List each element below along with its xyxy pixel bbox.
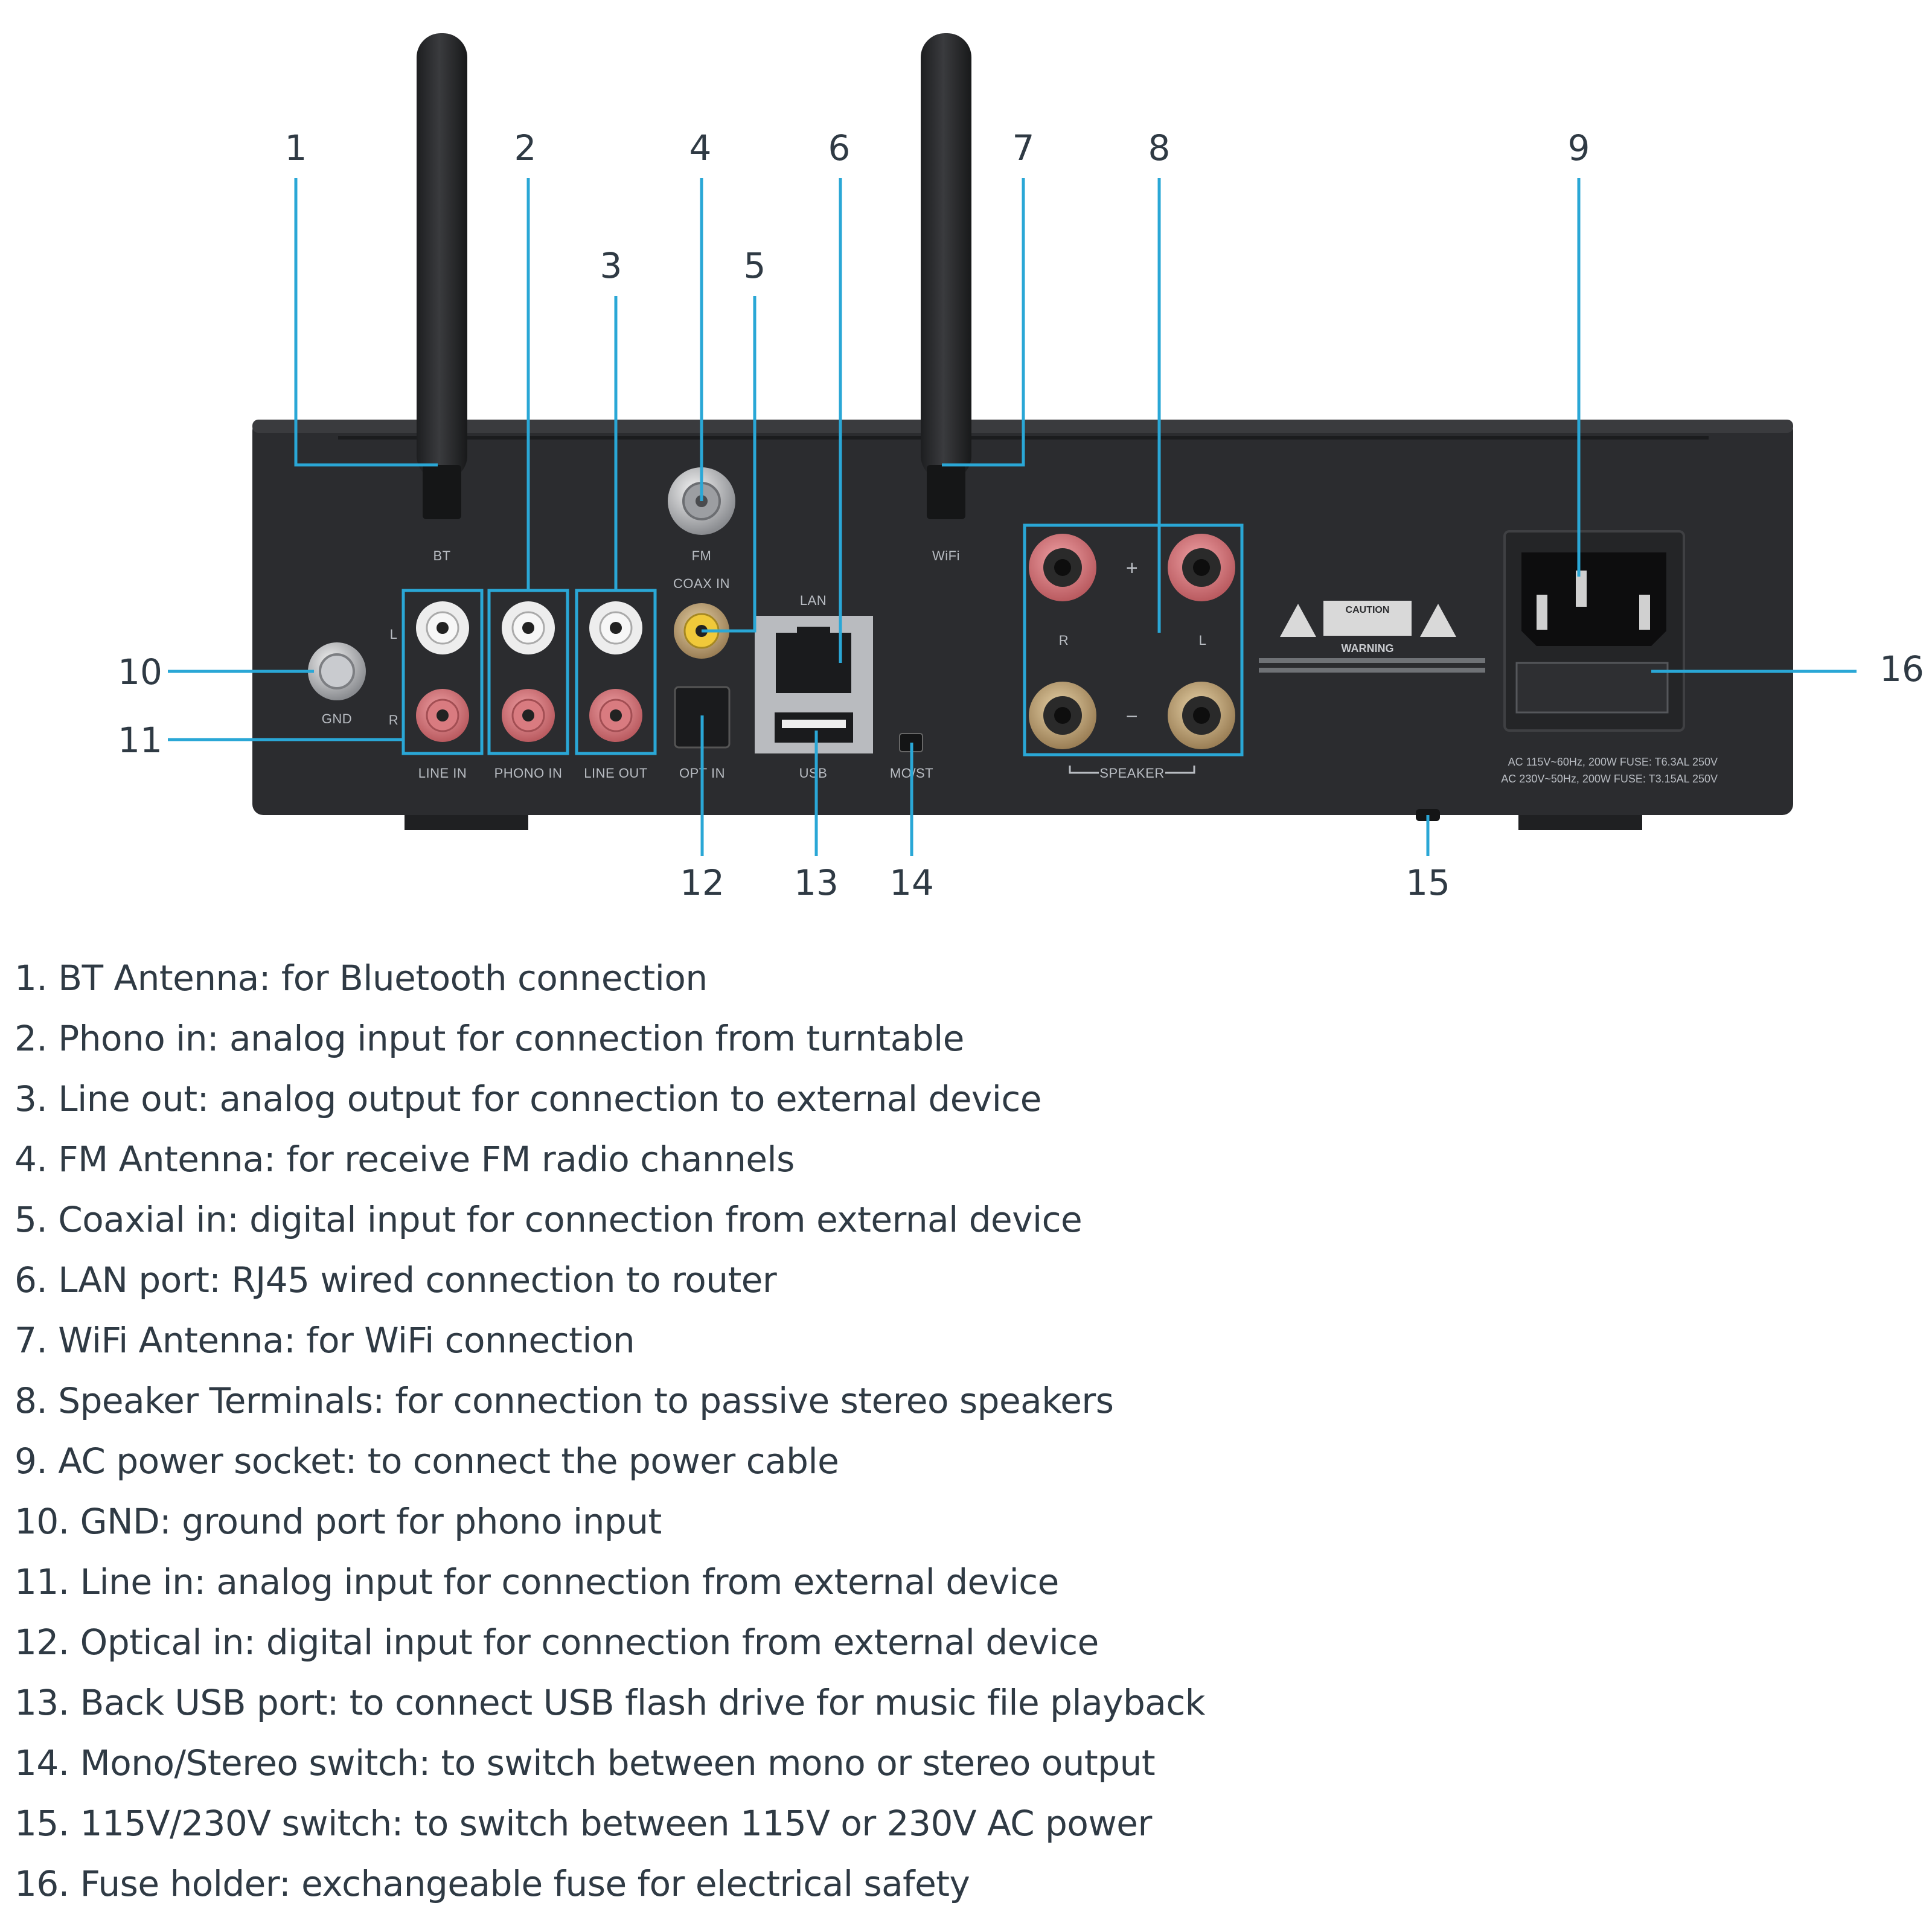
warning-label: WARNING <box>1342 642 1394 654</box>
legend-item: 8. Speaker Terminals: for connection to … <box>14 1380 1114 1421</box>
callout-box-speaker <box>1023 523 1244 756</box>
caution-box <box>1323 601 1412 636</box>
usb-port-icon <box>775 712 853 743</box>
ac-power-socket-icon <box>1521 552 1666 646</box>
legend-item: 9. AC power socket: to connect the power… <box>14 1441 839 1482</box>
legend-item: 5. Coaxial in: digital input for connect… <box>14 1199 1083 1240</box>
speaker-terminal-l-minus-icon <box>1168 682 1235 749</box>
callout-number-12: 12 <box>680 862 724 903</box>
callout-number-10: 10 <box>118 651 162 693</box>
speaker-terminal-r-plus-icon <box>1029 534 1096 601</box>
warning-fine-print-2 <box>1259 668 1485 673</box>
callout-number-7: 7 <box>1012 127 1035 168</box>
legend-item: 10. GND: ground port for phono input <box>14 1501 662 1542</box>
callout-box-line-in <box>401 589 484 755</box>
gnd-post-icon <box>308 642 366 700</box>
usb-label: USB <box>799 766 828 781</box>
phono-in-r-jack-icon <box>502 689 555 742</box>
gnd-label: GND <box>322 711 352 726</box>
callout-number-9: 9 <box>1568 127 1590 168</box>
legend-item: 4. FM Antenna: for receive FM radio chan… <box>14 1139 795 1180</box>
speaker-label: SPEAKER <box>1099 766 1164 781</box>
legend-item: 11. Line in: analog input for connection… <box>14 1561 1059 1602</box>
speaker-minus-label: − <box>1126 705 1138 728</box>
bt-label: BT <box>433 548 450 563</box>
line-in-r-jack-icon <box>416 689 469 742</box>
legend-item: 3. Line out: analog output for connectio… <box>14 1078 1041 1119</box>
lan-label: LAN <box>800 593 827 608</box>
l-channel-label: L <box>390 627 398 642</box>
legend-item: 13. Back USB port: to connect USB flash … <box>14 1682 1205 1723</box>
wifi-label: WiFi <box>932 548 960 563</box>
speaker-l-label: L <box>1199 633 1207 648</box>
callout-line-1 <box>294 178 438 467</box>
rear-panel-diagram: BT WiFi FM COAX IN GND L R <box>118 33 1924 903</box>
line-in-l-jack-icon <box>416 601 469 654</box>
line-in-label: LINE IN <box>418 766 467 781</box>
callout-number-2: 2 <box>514 127 537 168</box>
callout-number-5: 5 <box>744 245 766 286</box>
legend-item: 7. WiFi Antenna: for WiFi connection <box>14 1320 635 1361</box>
line-out-label: LINE OUT <box>584 766 647 781</box>
rating-line-2: AC 230V~50Hz, 200W FUSE: T3.15AL 250V <box>1501 773 1718 785</box>
r-channel-label: R <box>389 712 398 728</box>
callout-number-8: 8 <box>1148 127 1171 168</box>
phono-in-l-jack-icon <box>502 601 555 654</box>
legend-item: 16. Fuse holder: exchangeable fuse for e… <box>14 1863 970 1904</box>
callout-number-14: 14 <box>889 862 934 903</box>
warning-triangle-right-icon <box>1420 604 1456 637</box>
callout-number-16: 16 <box>1879 648 1924 689</box>
legend-item: 1. BT Antenna: for Bluetooth connection <box>14 958 708 999</box>
legend-item: 6. LAN port: RJ45 wired connection to ro… <box>14 1259 777 1300</box>
callout-number-4: 4 <box>689 127 712 168</box>
warning-triangle-left-icon <box>1280 604 1316 637</box>
legend-item: 15. 115V/230V switch: to switch between … <box>14 1803 1152 1844</box>
line-out-l-jack-icon <box>589 601 642 654</box>
speaker-r-label: R <box>1059 633 1069 648</box>
callout-number-15: 15 <box>1406 862 1450 903</box>
speaker-plus-label: + <box>1126 557 1138 580</box>
rating-line-1: AC 115V~60Hz, 200W FUSE: T6.3AL 250V <box>1508 756 1718 768</box>
callout-number-11: 11 <box>118 720 162 761</box>
component-legend: 1. BT Antenna: for Bluetooth connection … <box>14 948 1205 1914</box>
fuse-holder-icon <box>1515 662 1669 714</box>
fm-label: FM <box>692 548 712 563</box>
warning-fine-print <box>1259 658 1485 663</box>
callout-number-6: 6 <box>828 127 851 168</box>
line-out-r-jack-icon <box>589 689 642 742</box>
speaker-terminal-r-minus-icon <box>1029 682 1096 749</box>
caution-label: CAUTION <box>1346 605 1390 615</box>
legend-item: 12. Optical in: digital input for connec… <box>14 1622 1099 1663</box>
phono-in-label: PHONO IN <box>494 766 563 781</box>
callout-number-3: 3 <box>600 245 622 286</box>
bt-antenna-icon <box>417 33 467 519</box>
coax-in-label: COAX IN <box>673 576 730 591</box>
speaker-terminal-l-plus-icon <box>1168 534 1235 601</box>
callout-line-5 <box>702 296 756 633</box>
legend-item: 14. Mono/Stereo switch: to switch betwee… <box>14 1742 1156 1783</box>
speaker-bracket <box>1069 766 1195 774</box>
wifi-antenna-icon <box>921 33 971 519</box>
fm-antenna-connector-icon <box>668 467 735 535</box>
callout-number-13: 13 <box>794 862 839 903</box>
callout-number-1: 1 <box>285 127 307 168</box>
legend-item: 2. Phono in: analog input for connection… <box>14 1018 964 1059</box>
lan-port-icon <box>776 627 851 693</box>
callout-line-7 <box>942 178 1025 467</box>
